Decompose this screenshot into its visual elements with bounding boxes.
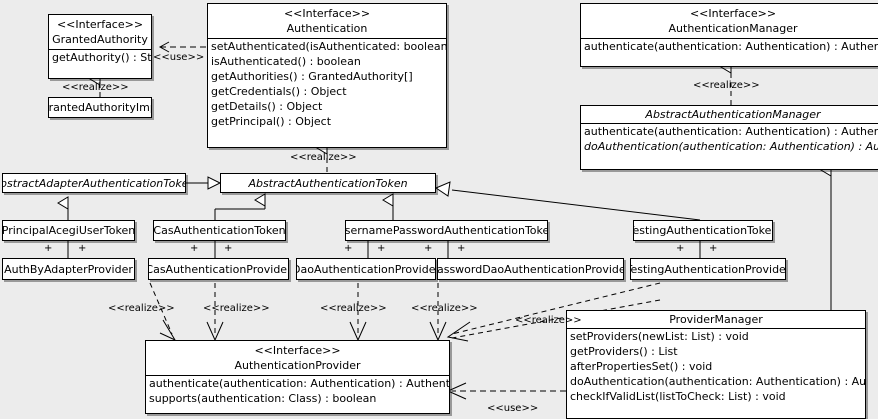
members-compartment: authenticate(authentication: Authenticat… xyxy=(581,39,878,54)
class-member: setAuthenticated(isAuthenticated: boolea… xyxy=(211,40,447,53)
class-box-testing-authentication-provider[interactable]: TestingAuthenticationProvider xyxy=(630,258,786,280)
class-member: doAuthentication(authentication: Authent… xyxy=(584,140,878,153)
class-name-label: AuthenticationManager xyxy=(668,22,798,35)
assoc-plus-marker: + xyxy=(344,243,353,254)
class-name-label: ProviderManager xyxy=(669,313,763,326)
class-box-authentication-provider[interactable]: <<Interface>> AuthenticationProvider aut… xyxy=(145,340,450,414)
edge-label-realize-grantedauthorityimpl: <<realize>> xyxy=(62,82,129,93)
class-box-cas-authentication-provider[interactable]: CasAuthenticationProvider xyxy=(148,258,289,280)
stereotype-label: <<Interface>> xyxy=(283,7,371,20)
class-member: isAuthenticated() : boolean xyxy=(211,55,361,68)
class-name-label: AuthenticationProvider xyxy=(234,359,361,372)
members-compartment: setProviders(newList: List) : void getPr… xyxy=(567,329,865,404)
class-box-password-dao-authentication-provider[interactable]: PasswordDaoAuthenticationProvider xyxy=(437,258,624,280)
link-providermanager-uses-authenticationprovider xyxy=(446,382,566,400)
edge-label-realize-testing: <<realize>> xyxy=(515,315,582,326)
class-box-authentication[interactable]: <<Interface>> Authentication setAuthenti… xyxy=(207,3,447,148)
edge-label-realize-dao: <<realize>> xyxy=(320,303,387,314)
compartment-divider xyxy=(208,38,446,39)
link-casauthenticationtoken-extends-abstractauthenticationtoken xyxy=(214,193,266,220)
class-member: supports(authentication: Class) : boolea… xyxy=(149,392,377,405)
class-box-cas-authentication-token[interactable]: CasAuthenticationToken xyxy=(153,220,286,241)
class-name-label: AbstractAdapterAuthenticationToken xyxy=(2,176,186,190)
edge-label-realize-abstractmanager-authenticationmanager: <<realize>> xyxy=(693,80,760,91)
assoc-plus-marker: + xyxy=(457,243,466,254)
assoc-plus-marker: + xyxy=(78,243,87,254)
edge-label-use-authentication-grantedauthority: <<use>> xyxy=(153,52,205,63)
class-member: setProviders(newList: List) : void xyxy=(570,330,749,343)
class-name-label: AuthByAdapterProvider xyxy=(4,262,133,276)
link-abstractadaptertoken-extends-abstractauthenticationtoken xyxy=(186,176,222,190)
edge-label-realize-cas: <<realize>> xyxy=(203,303,270,314)
members-compartment: authenticate(authentication: Authenticat… xyxy=(581,124,878,154)
class-box-testing-authentication-token[interactable]: TestingAuthenticationToken xyxy=(633,220,773,241)
class-name-label: UsernamePasswordAuthenticationToken xyxy=(345,224,548,237)
class-member: getAuthorities() : GrantedAuthority[] xyxy=(211,70,413,83)
class-member: authenticate(authentication: Authenticat… xyxy=(584,125,878,138)
stereotype-label: <<Interface>> xyxy=(254,344,341,357)
members-compartment: setAuthenticated(isAuthenticated: boolea… xyxy=(208,39,446,129)
class-member: getAuthority() : String xyxy=(52,51,152,64)
class-name-label: Authentication xyxy=(286,22,368,35)
class-name-label: PasswordDaoAuthenticationProvider xyxy=(437,262,624,276)
compartment-divider xyxy=(49,49,151,50)
compartment-divider xyxy=(146,375,449,376)
class-box-granted-authority[interactable]: <<Interface>> GrantedAuthority getAuthor… xyxy=(48,14,152,79)
class-member: getCredentials() : Object xyxy=(211,85,347,98)
class-member: getProviders() : List xyxy=(570,345,678,358)
class-name-label: DaoAuthenticationProvider xyxy=(296,262,436,276)
class-member: doAuthentication(authentication: Authent… xyxy=(570,375,866,388)
assoc-plus-marker: + xyxy=(424,243,433,254)
edge-label-realize-authbyadapter: <<realize>> xyxy=(108,303,175,314)
class-box-provider-manager[interactable]: ProviderManager setProviders(newList: Li… xyxy=(566,310,866,419)
class-name-label: TestingAuthenticationToken xyxy=(633,224,773,237)
class-box-abstract-authentication-token[interactable]: AbstractAuthenticationToken xyxy=(220,173,436,193)
assoc-plus-marker: + xyxy=(377,243,386,254)
class-member: getPrincipal() : Object xyxy=(211,115,332,128)
compartment-divider xyxy=(567,328,865,329)
edge-label-realize-abstracttoken-authentication: <<realize>> xyxy=(290,152,357,163)
assoc-plus-marker: + xyxy=(44,243,53,254)
class-box-abstract-adapter-authentication-token[interactable]: AbstractAdapterAuthenticationToken xyxy=(2,173,186,193)
class-name-label: TestingAuthenticationProvider xyxy=(630,262,786,276)
stereotype-label: <<Interface>> xyxy=(56,18,144,31)
class-member: afterPropertiesSet() : void xyxy=(570,360,713,373)
edge-label-realize-passworddao: <<realize>> xyxy=(411,303,478,314)
class-member: getDetails() : Object xyxy=(211,100,323,113)
class-name-label: GrantedAuthorityImpl xyxy=(48,101,151,114)
compartment-divider xyxy=(581,123,878,124)
assoc-plus-marker: + xyxy=(709,243,718,254)
stereotype-label: <<Interface>> xyxy=(689,7,777,20)
class-name-label: CasAuthenticationToken xyxy=(153,224,286,237)
edge-label-use-providermanager-authenticationprovider: <<use>> xyxy=(487,403,539,414)
class-box-granted-authority-impl[interactable]: GrantedAuthorityImpl xyxy=(48,97,152,118)
members-compartment: authenticate(authentication: Authenticat… xyxy=(146,376,449,406)
class-box-dao-authentication-provider[interactable]: DaoAuthenticationProvider xyxy=(296,258,436,280)
class-name-label: AbstractAuthenticationToken xyxy=(248,176,408,190)
class-name-label: AbstractAuthenticationManager xyxy=(645,108,821,121)
class-box-username-password-authentication-token[interactable]: UsernamePasswordAuthenticationToken xyxy=(345,220,548,241)
class-box-principal-acegi-user-token[interactable]: PrincipalAcegiUserToken xyxy=(2,220,135,241)
class-name-label: GrantedAuthority xyxy=(52,33,148,46)
class-member: checkIfValidList(listToCheck: List) : vo… xyxy=(570,390,786,403)
members-compartment: getAuthority() : String xyxy=(49,50,151,65)
assoc-plus-marker: + xyxy=(190,243,199,254)
class-name-label: PrincipalAcegiUserToken xyxy=(2,224,135,237)
assoc-plus-marker: + xyxy=(676,243,685,254)
link-testingauthenticationtoken-extends-abstractauthenticationtoken xyxy=(434,181,701,221)
class-member: authenticate(authentication: Authenticat… xyxy=(584,40,878,53)
class-member: authenticate(authentication: Authenticat… xyxy=(149,377,450,390)
class-box-authentication-manager[interactable]: <<Interface>> AuthenticationManager auth… xyxy=(580,3,878,67)
assoc-plus-marker: + xyxy=(224,243,233,254)
class-box-auth-by-adapter-provider[interactable]: AuthByAdapterProvider xyxy=(2,258,135,280)
class-box-abstract-authentication-manager[interactable]: AbstractAuthenticationManager authentica… xyxy=(580,105,878,170)
class-name-label: CasAuthenticationProvider xyxy=(148,262,289,276)
compartment-divider xyxy=(581,38,878,39)
